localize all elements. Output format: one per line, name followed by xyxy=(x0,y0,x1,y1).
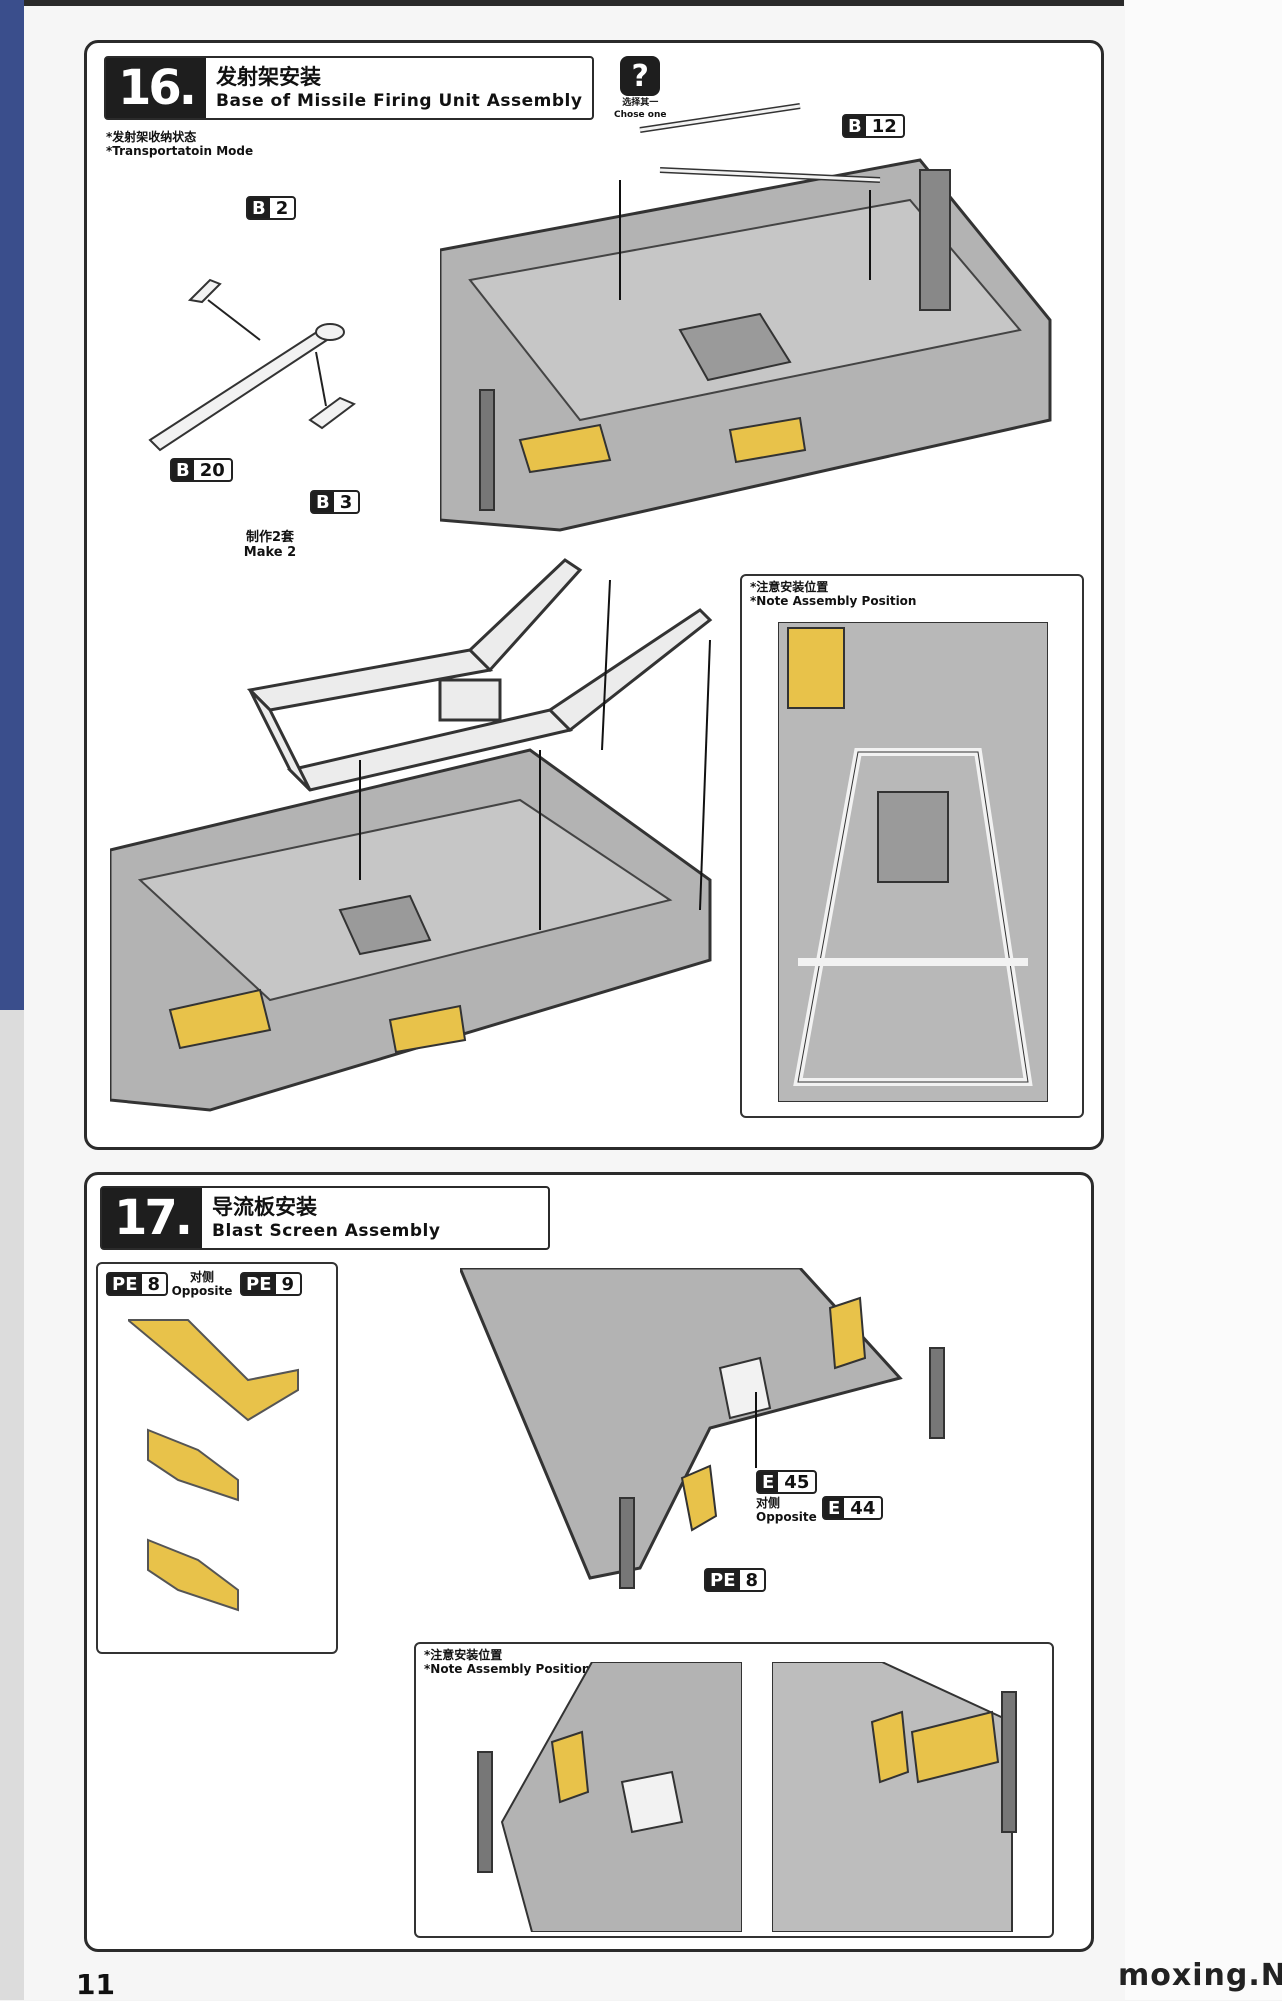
page-number: 11 xyxy=(76,1968,115,2001)
transport-mode-label: *发射架收纳状态 *Transportatoin Mode xyxy=(106,130,254,158)
transport-parts-drawing xyxy=(148,278,356,452)
pe-parts-box xyxy=(96,1262,338,1654)
step-16-number: 16. xyxy=(106,58,207,118)
step-17-header: 17. 导流板安装 Blast Screen Assembly xyxy=(100,1186,550,1250)
note-frame-drawing xyxy=(778,622,1048,1102)
step-16-note-en: *Note Assembly Position xyxy=(750,594,917,608)
pe-opposite-label: 对侧 Opposite xyxy=(171,1270,233,1298)
book-spine xyxy=(0,0,24,1010)
step-17-title-en: Blast Screen Assembly xyxy=(212,1221,441,1241)
book-spine-lower xyxy=(0,1010,24,2000)
pe-parts-drawing xyxy=(128,1319,299,1612)
blast-screen-drawing xyxy=(460,1268,945,1589)
choose-one-icon: ? 选择其一 Chose one xyxy=(614,56,666,120)
e-opposite-label: 对侧 Opposite xyxy=(756,1496,817,1524)
step-16-note-inset: *注意安装位置 *Note Assembly Position xyxy=(740,574,1084,1118)
choose-one-zh: 选择其一 xyxy=(622,98,659,108)
launcher-frame-drawing xyxy=(110,558,713,1112)
top-bar xyxy=(24,0,1124,6)
watermark: moxing.NET xyxy=(1118,1958,1282,1993)
step-17-note-en: *Note Assembly Position xyxy=(424,1662,591,1676)
page-edge xyxy=(1125,0,1282,2000)
step-16-title-zh: 发射架安装 xyxy=(216,65,322,89)
chassis-drawing-top xyxy=(440,103,1052,532)
make-two-label: 制作2套 Make 2 xyxy=(243,530,297,560)
choose-one-en: Chose one xyxy=(614,110,667,120)
step-17-number: 17. xyxy=(102,1188,203,1248)
step-16-note-zh: *注意安装位置 xyxy=(750,580,829,594)
step-17-note-inset: *注意安装位置 *Note Assembly Position xyxy=(414,1642,1054,1938)
note-right-drawing xyxy=(772,1662,1017,1932)
question-icon: ? xyxy=(620,56,661,96)
step-17-note-zh: *注意安装位置 xyxy=(424,1648,503,1662)
step-16-header: 16. 发射架安装 Base of Missile Firing Unit As… xyxy=(104,56,594,120)
step-17-title-zh: 导流板安装 xyxy=(212,1195,318,1219)
step-16-title-en: Base of Missile Firing Unit Assembly xyxy=(216,91,583,111)
note-left-drawing xyxy=(477,1662,742,1932)
